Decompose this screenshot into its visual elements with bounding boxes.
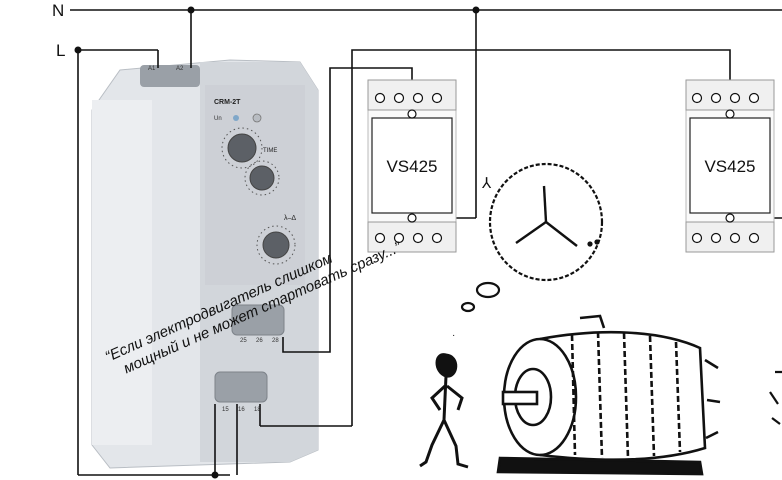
top-terminal-block (140, 65, 200, 87)
vs425-module-2-screws (691, 92, 760, 244)
svg-text:·: · (452, 330, 455, 341)
junction-dot (472, 6, 480, 14)
mid-terminal-block (231, 304, 285, 336)
terminal-28: 28 (272, 338, 279, 344)
junction-dot (211, 471, 219, 479)
star-connection-symbol: ⅄ (481, 175, 492, 192)
power-led-icon (233, 115, 239, 121)
terminal-18: 18 (254, 407, 261, 413)
terminal-25: 25 (240, 338, 247, 344)
terminal-26: 26 (256, 338, 263, 344)
module-1-label: VS425 (386, 157, 437, 176)
junction-dot (187, 6, 195, 14)
vs425-module-1-screws (374, 92, 443, 244)
delta-knob-label: λ–Δ (284, 215, 296, 222)
terminal-16: 16 (238, 407, 245, 413)
module-2-label: VS425 (704, 157, 755, 176)
terminal-15: 15 (222, 407, 229, 413)
terminal-a2: A2 (176, 66, 184, 72)
bottom-terminal-block (214, 371, 268, 403)
live-label: L (56, 41, 65, 60)
junction-dot (74, 46, 82, 54)
relay-model-label: CRM-2T (214, 99, 241, 106)
time-knob-label: TIME (263, 148, 277, 154)
vs425-module-1: VS425 (367, 79, 457, 253)
terminal-a1: A1 (148, 66, 156, 72)
delta-knob (262, 231, 290, 259)
relay-led-icon (252, 113, 262, 123)
range-knob (227, 133, 257, 163)
motor-icon (496, 314, 721, 476)
motor-icon-partial (769, 370, 782, 425)
star-diagram-icon (515, 185, 600, 247)
neutral-label: N (52, 1, 64, 20)
time-knob (249, 165, 275, 191)
person-figure-icon: · (419, 330, 469, 469)
time-relay-device: A1 A2 CRM-2T Un TIME λ–Δ 25 26 28 15 16 … (85, 59, 323, 470)
thought-bubble (460, 162, 604, 313)
vs425-module-2: VS425 (685, 79, 775, 253)
relay-un-label: Un (214, 116, 222, 122)
